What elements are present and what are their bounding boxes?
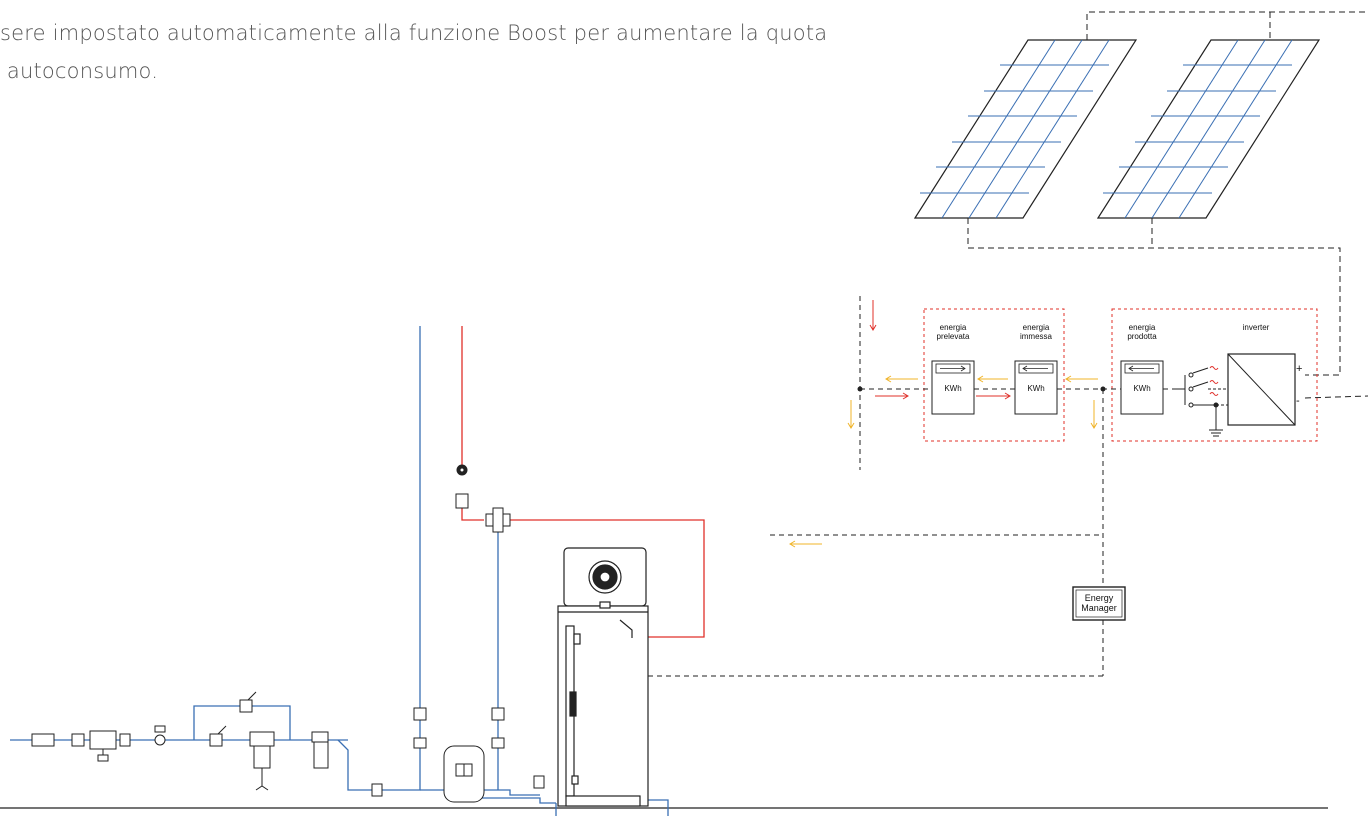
- production-box: [1111, 308, 1318, 442]
- meter-produced: energia prodotta KWh: [1120, 323, 1164, 415]
- inverter-label: inverter: [1243, 323, 1270, 332]
- meter-injected-label-1: energia: [1023, 323, 1050, 332]
- meter-withdrawn-label-1: energia: [940, 323, 967, 332]
- meter-withdrawn-label-2: prelevata: [937, 332, 970, 341]
- intro-text: sere impostato automaticamente alla funz…: [0, 14, 940, 90]
- inverter-plus: +: [1296, 363, 1302, 375]
- meter-produced-unit: KWh: [1133, 384, 1150, 393]
- energy-manager: Energy Manager: [1072, 586, 1126, 621]
- meter-injected-unit: KWh: [1027, 384, 1044, 393]
- solar-panel-left: [913, 39, 1138, 219]
- pipe-fittings: [31, 464, 545, 803]
- inverter-minus: -: [1296, 395, 1300, 407]
- energy-manager-line-1: Energy: [1085, 593, 1114, 603]
- intro-line-1: sere impostato automaticamente alla funz…: [0, 21, 828, 45]
- meter-produced-label-2: prodotta: [1127, 332, 1157, 341]
- solar-panel-right: [1096, 39, 1321, 219]
- intro-line-2: autoconsumo.: [0, 59, 159, 83]
- meter-injected: energia immessa KWh: [1014, 323, 1058, 415]
- meter-withdrawn-unit: KWh: [944, 384, 961, 393]
- inverter: inverter + -: [1172, 323, 1302, 437]
- meter-injected-label-2: immessa: [1020, 332, 1053, 341]
- grid-meters-box: [923, 308, 1065, 442]
- flow-arrows: [789, 300, 1098, 548]
- heat-pump-water-heater: [557, 547, 649, 807]
- meter-produced-label-1: energia: [1129, 323, 1156, 332]
- meter-withdrawn: energia prelevata KWh: [931, 323, 975, 415]
- ac-bus: [648, 296, 1172, 677]
- cold-water-piping: [10, 326, 669, 816]
- dc-wiring: [967, 11, 1368, 399]
- energy-manager-line-2: Manager: [1081, 603, 1117, 613]
